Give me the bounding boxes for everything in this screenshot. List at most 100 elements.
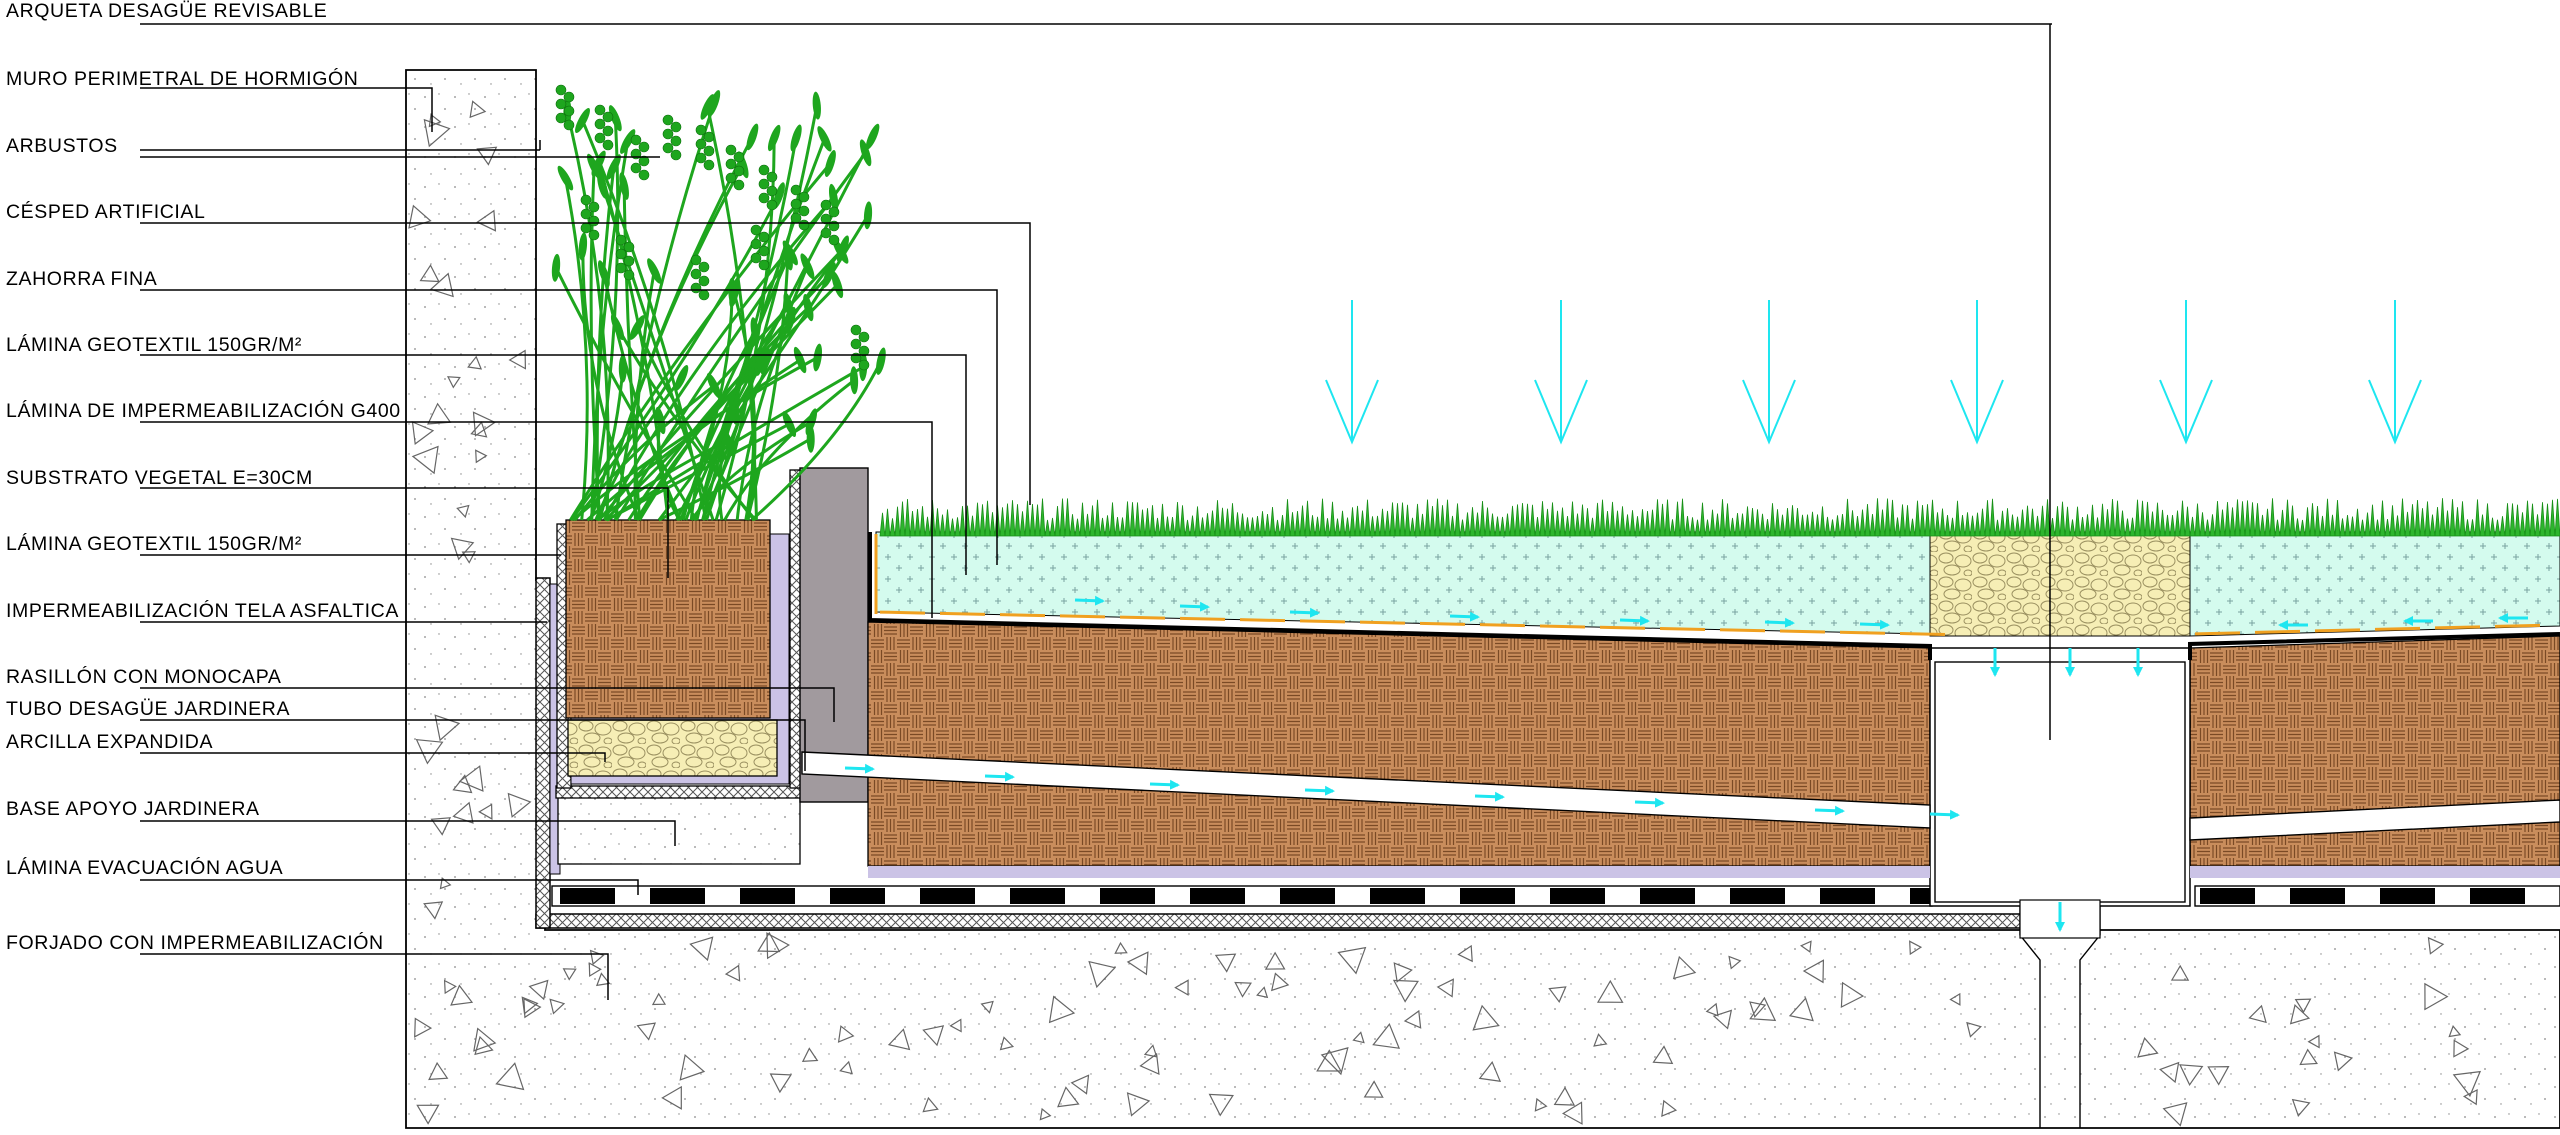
aggregate-stone — [450, 984, 474, 1006]
aggregate-stone — [427, 402, 452, 425]
forjado-waterproofing — [535, 913, 2027, 929]
aggregate-stone — [1264, 951, 1286, 970]
flower-bud — [858, 359, 870, 371]
geotextile-dash — [1479, 623, 1526, 628]
shrub-leaf — [813, 343, 823, 372]
aggregate-stone — [887, 1028, 911, 1051]
flower-bud — [670, 149, 682, 161]
flow-arrow — [1814, 805, 1845, 816]
aggregate-stone — [1562, 1101, 1583, 1125]
shrub-leaf — [831, 271, 844, 299]
aggregate-stone — [1909, 940, 1923, 956]
aggregate-stone — [473, 1027, 497, 1052]
aggregate-stone — [452, 774, 473, 794]
drain-block — [740, 888, 795, 904]
flower-bud — [670, 135, 682, 147]
aggregate-stone — [469, 100, 487, 119]
aggregate-stone — [2207, 1065, 2230, 1086]
shrub-leaf — [863, 201, 873, 230]
shrub-stem — [705, 105, 819, 521]
flow-arrow — [1619, 615, 1650, 626]
aggregate-stone — [429, 272, 454, 298]
flower-bud — [790, 198, 802, 210]
aggregate-stone — [766, 932, 790, 960]
aggregate-stone — [478, 803, 493, 820]
aggregate-stone — [2307, 1034, 2320, 1049]
substrate-body — [867, 621, 2560, 907]
aggregate-stone — [757, 931, 781, 953]
aggregate-stone — [419, 264, 440, 283]
shrub-leaf — [828, 183, 839, 212]
aggregate-stone — [1788, 997, 1814, 1022]
aggregate-stone — [1320, 1047, 1349, 1076]
aggregate-stone — [1403, 1009, 1422, 1029]
rain-arrow-head — [1325, 379, 1379, 445]
shrub-stem — [723, 379, 856, 521]
drain-block — [1100, 888, 1155, 904]
aggregate-stone — [922, 1096, 939, 1113]
aggregate-stone — [1436, 978, 1454, 998]
label-tubo-desague: TUBO DESAGÜE JARDINERA — [6, 698, 291, 720]
aggregate-stone — [2452, 1070, 2482, 1098]
label-forjado: FORJADO CON IMPERMEABILIZACIÓN — [6, 932, 384, 954]
label-impermeabilizacion-g400: LÁMINA DE IMPERMEABILIZACIÓN G400 — [6, 400, 401, 422]
shrub-leaf — [551, 253, 561, 282]
aggregate-stone — [2170, 964, 2190, 981]
flower-bud — [850, 324, 862, 336]
flower-bud — [820, 213, 832, 225]
aggregate-stone — [1114, 941, 1128, 954]
geotextile-dash — [1119, 615, 1166, 620]
aggregate-stone — [2159, 1061, 2180, 1084]
flower-bud — [820, 199, 832, 211]
aggregate-stone — [408, 204, 432, 229]
shrub-stem — [616, 326, 757, 521]
aggregate-stone — [2248, 1004, 2267, 1024]
shrub-leaf — [824, 150, 836, 177]
flower-bud — [638, 169, 650, 181]
flower-bud — [695, 152, 707, 164]
shrub-stem — [633, 270, 656, 521]
geotextile-dash — [2314, 628, 2361, 633]
lamina-evacuacion — [551, 885, 2560, 907]
concrete-aggregate — [408, 100, 2482, 1127]
flower-bud — [698, 275, 710, 287]
cesped-artificial — [879, 498, 2560, 537]
flower-bud — [630, 134, 642, 146]
drain-block — [560, 888, 615, 904]
planter — [555, 467, 871, 865]
flower-bud — [662, 128, 674, 140]
flower-bud — [758, 164, 770, 176]
rain-arrow-head — [2159, 379, 2213, 445]
leader-lines — [140, 23, 2052, 1000]
drain-block — [1010, 888, 1065, 904]
shrub-stem — [689, 330, 757, 521]
flower-bud — [790, 212, 802, 224]
flower-bud — [828, 206, 840, 218]
geotextile-dash — [2434, 625, 2481, 630]
zahorra-layer — [868, 531, 2560, 660]
flower-bud — [638, 155, 650, 167]
flower-bud — [858, 345, 870, 357]
drain-block — [1190, 888, 1245, 904]
rain-arrows — [1325, 300, 2422, 445]
flower-bud — [563, 105, 575, 117]
aggregate-stone — [588, 962, 602, 978]
flower-bud — [670, 121, 682, 133]
aggregate-stone — [1749, 1001, 1767, 1018]
label-base-apoyo: BASE APOYO JARDINERA — [6, 798, 260, 820]
flower-bud — [588, 229, 600, 241]
aggregate-stone — [2289, 1004, 2311, 1025]
drain-block — [1820, 888, 1875, 904]
aggregate-stone — [549, 998, 566, 1015]
flower-bud — [623, 255, 635, 267]
label-substrato: SUBSTRATO VEGETAL E=30CM — [6, 467, 313, 489]
shrub-leaf — [629, 315, 645, 340]
aggregate-stone — [2462, 1089, 2478, 1106]
flow-arrow — [1074, 595, 1105, 606]
shrub-leaf — [706, 373, 722, 399]
drain-block — [1280, 888, 1335, 904]
drain-block — [1640, 888, 1695, 904]
shrub-stem — [598, 164, 745, 521]
flower-bud — [555, 84, 567, 96]
aggregate-stone — [1392, 979, 1419, 1003]
